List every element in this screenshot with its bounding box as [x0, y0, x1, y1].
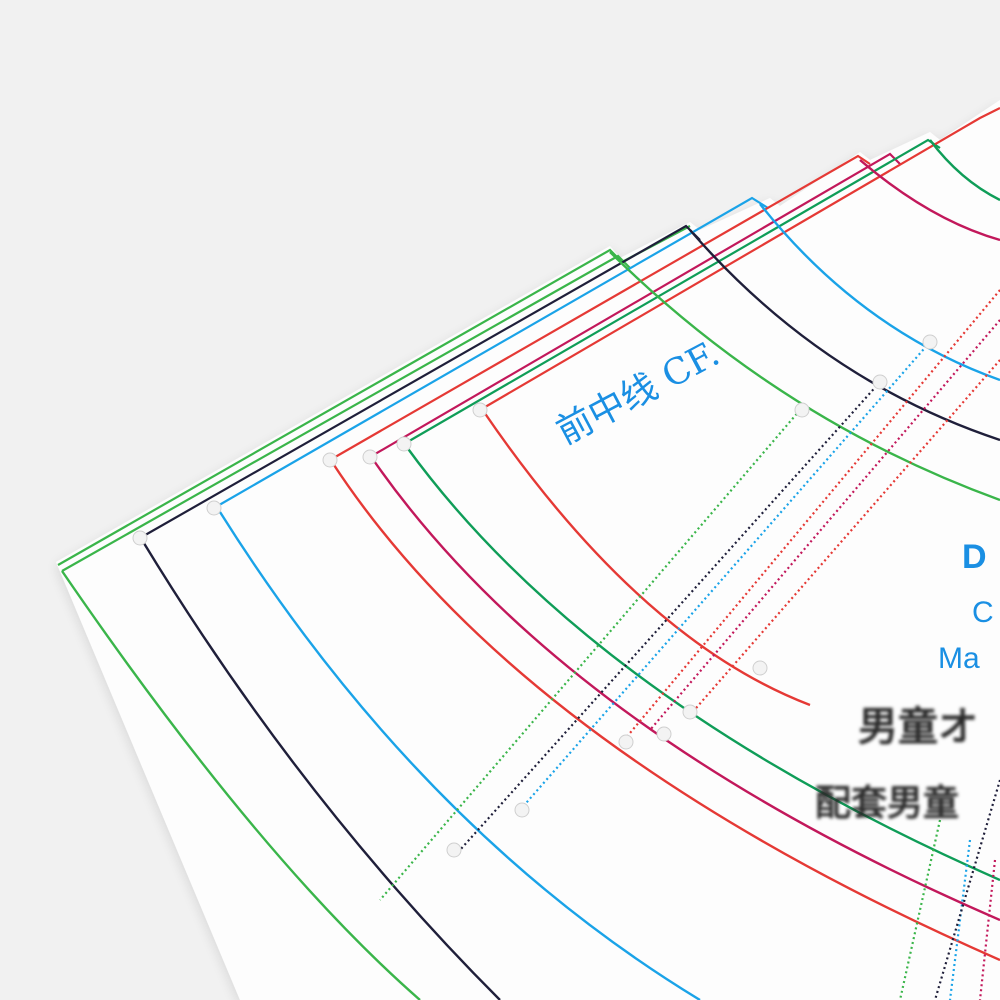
chinese-title-line-1: 男童オ — [858, 703, 978, 750]
ruler-sheet — [56, 100, 1000, 1000]
subtitle-line-1: C — [972, 596, 994, 629]
dotted-guides — [379, 289, 1000, 1000]
curve-lines — [61, 139, 1000, 1000]
chinese-title-line-2: 配套男童 — [815, 782, 959, 824]
punch-holes — [132, 334, 938, 858]
outer-edge-lines — [57, 107, 1000, 572]
brand-text: D — [962, 538, 987, 576]
subtitle-line-2: Ma — [938, 642, 980, 675]
